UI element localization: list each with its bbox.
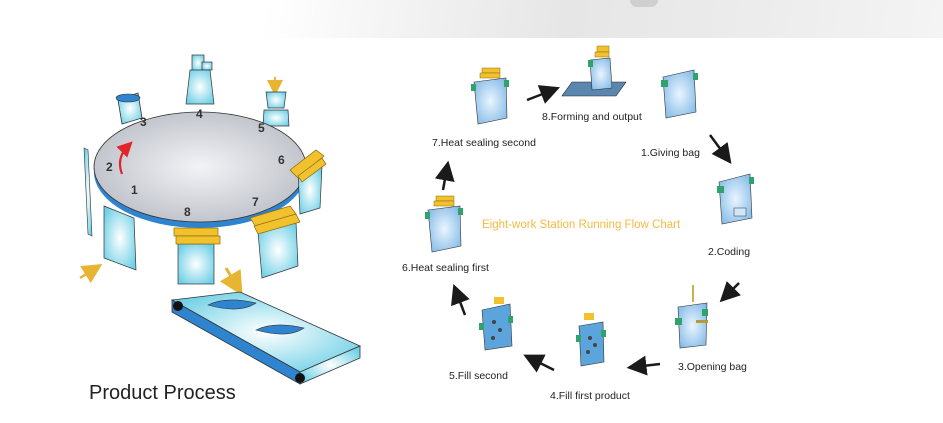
station-number-6: 6	[278, 153, 285, 167]
empty-bag-icon	[661, 69, 698, 119]
step-label-5: 5.Fill second	[449, 370, 508, 382]
step-label-7: 7.Heat sealing second	[432, 137, 536, 149]
banner-notch	[630, 0, 658, 7]
station-number-8: 8	[184, 205, 191, 219]
station-5-bag-opener	[262, 77, 290, 127]
step-label-1: 1.Giving bag	[641, 147, 700, 159]
drop-to-conveyor-arrow	[219, 267, 243, 296]
station-number-3: 3	[140, 115, 147, 129]
station-7-heat-sealer	[249, 205, 301, 279]
station-number-4: 4	[196, 107, 203, 121]
step-label-3: 3.Opening bag	[678, 361, 747, 373]
heat-sealer-icon-7	[471, 67, 509, 125]
flow-arrow-7-to-8	[526, 85, 561, 104]
product-process-title: Product Process	[89, 382, 236, 404]
rotation-direction-arrow	[116, 141, 133, 175]
heat-sealer-icon-6	[425, 195, 463, 253]
step-label-8: 8.Forming and output	[542, 111, 642, 123]
output-conveyor	[170, 291, 361, 385]
station-number-1: 1	[131, 183, 138, 197]
step-label-6: 6.Heat sealing first	[402, 262, 489, 274]
flow-arrow-5-to-6	[451, 283, 470, 316]
flow-arrow-3-to-4	[626, 355, 661, 376]
opening-bag-icon	[675, 285, 708, 349]
station-number-7: 7	[252, 195, 259, 209]
flow-arrow-6-to-7	[434, 160, 455, 191]
coded-bag-icon	[717, 173, 754, 225]
step-label-2: 2.Coding	[708, 246, 751, 258]
station-4-coder	[185, 54, 215, 105]
output-conveyor-icon	[561, 45, 627, 97]
flow-arrow-4-to-5	[523, 354, 555, 373]
step-label-4: 4.Fill first product	[550, 390, 630, 402]
station-6-heat-sealer	[289, 149, 327, 215]
flow-arrow-2-to-3	[719, 281, 741, 303]
flow-chart-title: Eight-work Station Running Flow Chart	[482, 219, 681, 231]
flow-arrow-1-to-2	[708, 134, 732, 165]
station-number-2: 2	[106, 160, 113, 174]
station-8-heat-sealer	[173, 227, 221, 285]
station-number-5: 5	[258, 121, 265, 135]
incoming-bag-flat	[79, 147, 137, 284]
station-3-bag-feeder	[115, 92, 143, 125]
filling-bag-icon-4	[576, 313, 606, 367]
filling-bag-icon-5	[479, 297, 513, 351]
top-banner-background	[0, 0, 943, 38]
